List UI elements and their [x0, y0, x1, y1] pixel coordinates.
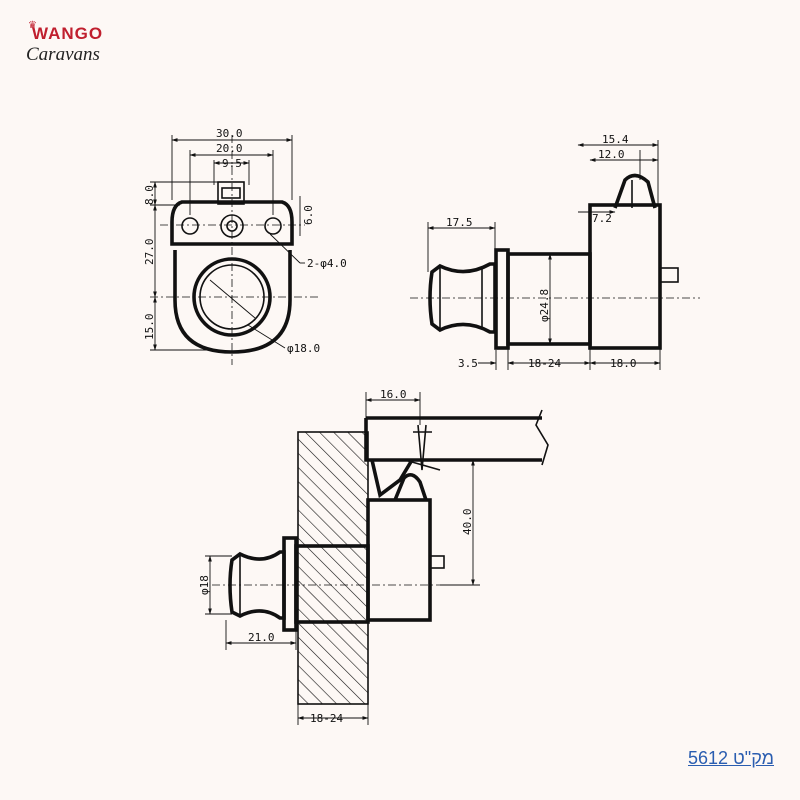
dim-panel-range: 18-24	[528, 357, 561, 370]
installation-view: 16.0 40.0 φ18 21.0 18-24	[198, 388, 549, 725]
dim-height: 40.0	[461, 509, 474, 536]
dim-height-mid: 27.0	[143, 239, 156, 266]
dim-knob-diameter: φ18	[198, 575, 211, 595]
brand-logo: ♛ WANGO Caravans	[26, 20, 136, 72]
dim-flange: 3.5	[458, 357, 478, 370]
dim-top-inner: 12.0	[598, 148, 625, 161]
front-view: 30.0 20.0 9.5 8.0 27.0 15.0 6.0 2-φ4.0 φ…	[143, 127, 347, 365]
dim-width-inner: 9.5	[222, 157, 242, 170]
dim-install-panel-range: 18-24	[310, 712, 343, 725]
dim-pin-offset: 7.2	[592, 212, 612, 225]
brand-line2: Caravans	[26, 44, 100, 65]
dim-knob-length: 17.5	[446, 216, 473, 229]
dim-body-length: 18.0	[610, 357, 637, 370]
crown-icon: ♛	[28, 20, 37, 31]
side-view: 15.4 12.0 7.2 17.5 φ24.8 3.5 18-24 18.0	[410, 133, 700, 370]
dim-knob-reach: 21.0	[248, 631, 275, 644]
dim-width-mid: 20.0	[216, 142, 243, 155]
dim-overhang: 16.0	[380, 388, 407, 401]
dim-height-bottom: 15.0	[143, 314, 156, 341]
brand-line1: WANGO	[32, 24, 104, 43]
sku-link[interactable]: מק"ט 5612	[688, 748, 774, 768]
dim-body-diameter: φ24.8	[538, 289, 551, 322]
dim-bore: φ18.0	[287, 342, 320, 355]
dim-right-offset: 6.0	[302, 205, 315, 225]
dim-top-total: 15.4	[602, 133, 629, 146]
dim-height-top: 8.0	[143, 185, 156, 205]
dim-holes: 2-φ4.0	[307, 257, 347, 270]
dim-width-total: 30.0	[216, 127, 243, 140]
